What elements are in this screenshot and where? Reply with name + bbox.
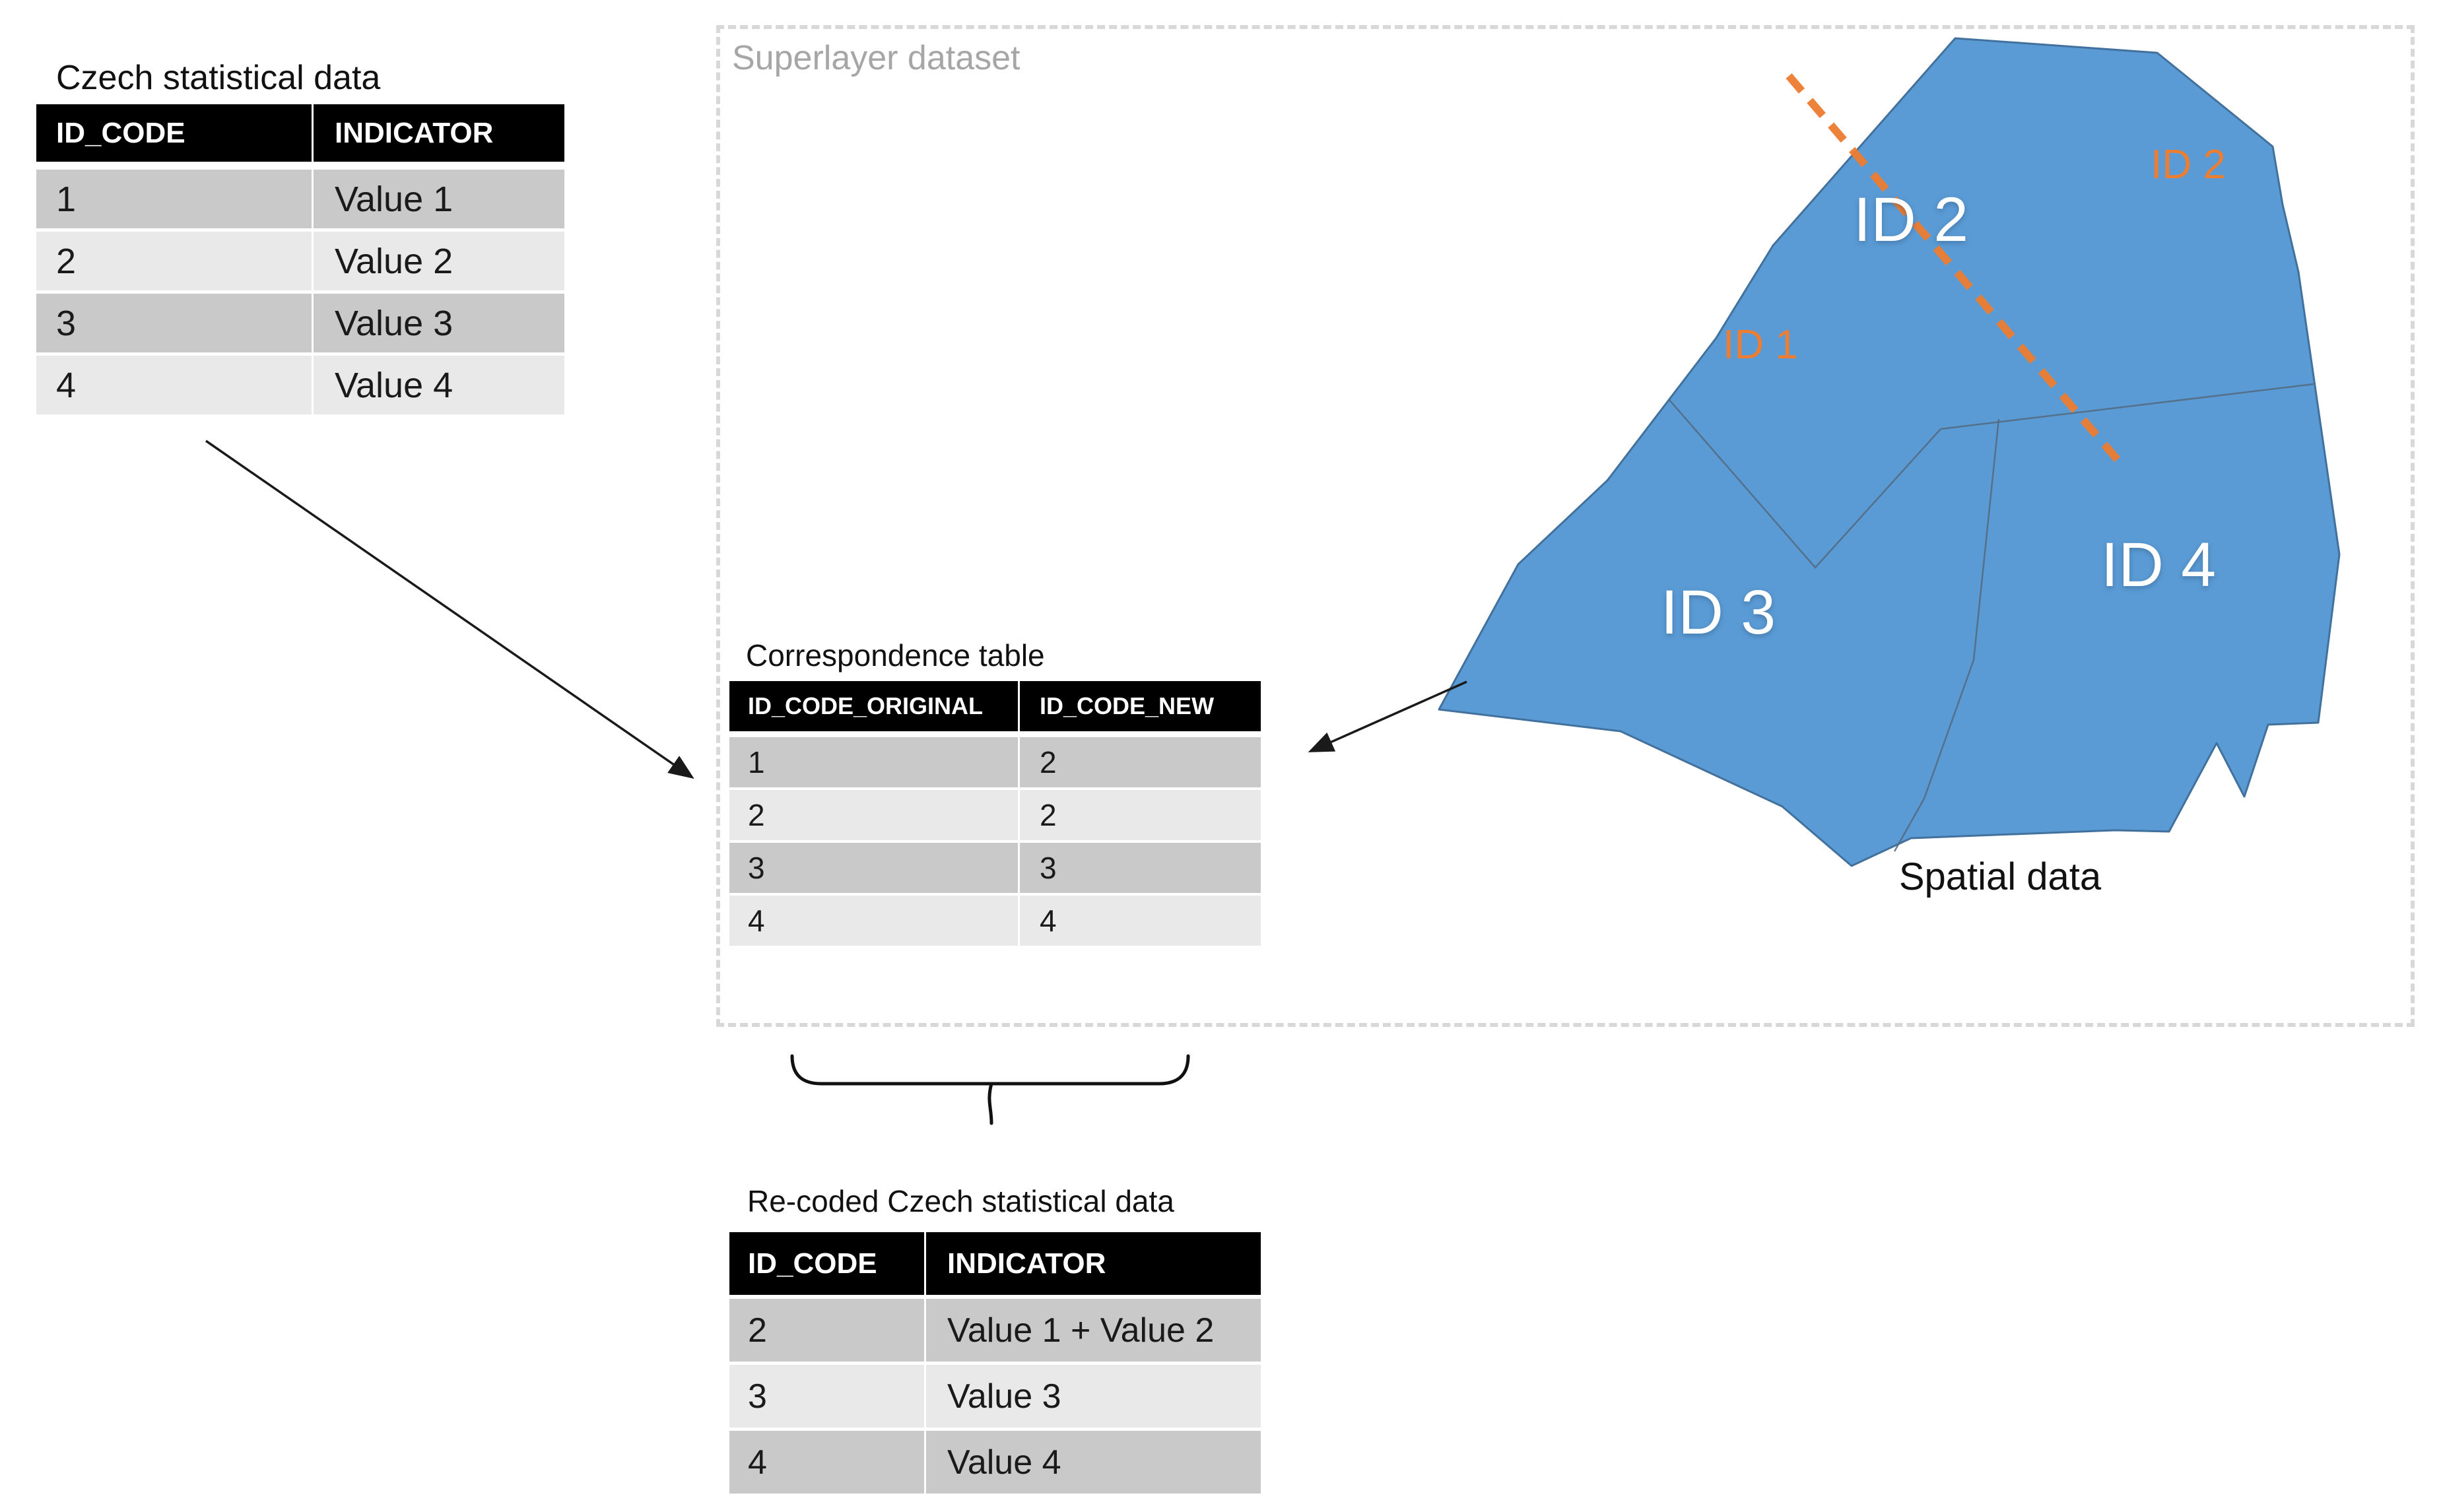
czech-table-title: Czech statistical data bbox=[56, 59, 381, 97]
table-row: 2 2 bbox=[729, 790, 1261, 840]
cell-id: 4 bbox=[729, 1431, 924, 1494]
column-header: INDICATOR bbox=[926, 1232, 1261, 1295]
table-row: 4 Value 4 bbox=[36, 356, 564, 414]
brace-under-correspondence bbox=[790, 1054, 1190, 1086]
region-boundary-id2-id4 bbox=[1940, 383, 2314, 430]
table-row: 4 Value 4 bbox=[729, 1431, 1261, 1494]
table-row: 2 Value 2 bbox=[36, 232, 564, 290]
cell-id: 4 bbox=[36, 356, 312, 414]
column-header: INDICATOR bbox=[314, 104, 564, 162]
column-header: ID_CODE bbox=[729, 1232, 924, 1295]
czech-table: ID_CODE INDICATOR 1 Value 1 2 Value 2 3 … bbox=[36, 104, 564, 414]
region-label-id2-outside: ID 2 bbox=[2151, 142, 2226, 187]
table-header-row: ID_CODE INDICATOR bbox=[36, 104, 564, 162]
cell-id: 2 bbox=[36, 232, 312, 290]
cell-indicator: Value 1 + Value 2 bbox=[926, 1299, 1261, 1362]
cell-id-original: 3 bbox=[729, 843, 1018, 893]
table-header-row: ID_CODE INDICATOR bbox=[729, 1232, 1261, 1295]
superlayer-map: ID 2 ID 3 ID 4 ID 1 ID 2 Spatial data bbox=[1438, 37, 2341, 898]
cell-id-new: 2 bbox=[1020, 737, 1261, 787]
column-header: ID_CODE_NEW bbox=[1020, 681, 1261, 731]
cell-id: 1 bbox=[36, 170, 312, 228]
region-label-id2: ID 2 bbox=[1854, 185, 1968, 255]
correspondence-table: ID_CODE_ORIGINAL ID_CODE_NEW 1 2 2 2 3 3… bbox=[729, 681, 1261, 946]
region-boundary-id1-id3 bbox=[1669, 399, 1941, 569]
correspondence-table-title: Correspondence table bbox=[746, 638, 1045, 673]
cell-id-new: 3 bbox=[1020, 843, 1261, 893]
brace-stem bbox=[987, 1082, 993, 1125]
table-row: 2 Value 1 + Value 2 bbox=[729, 1299, 1261, 1362]
cell-id: 3 bbox=[729, 1365, 924, 1428]
table-row: 4 4 bbox=[729, 896, 1261, 946]
column-header: ID_CODE_ORIGINAL bbox=[729, 681, 1018, 731]
cell-id-new: 2 bbox=[1020, 790, 1261, 840]
region-label-id4: ID 4 bbox=[2101, 530, 2216, 600]
arrow-czech-to-correspondence bbox=[205, 440, 694, 779]
cell-indicator: Value 3 bbox=[926, 1365, 1261, 1428]
table-row: 1 Value 1 bbox=[36, 170, 564, 228]
spatial-data-caption: Spatial data bbox=[1899, 855, 2102, 898]
region-boundary-id3-id4 bbox=[1893, 418, 2000, 852]
cell-indicator: Value 1 bbox=[314, 170, 564, 228]
table-row: 3 Value 3 bbox=[729, 1365, 1261, 1428]
merge-dashed-line bbox=[1786, 73, 2125, 468]
recoded-table: ID_CODE INDICATOR 2 Value 1 + Value 2 3 … bbox=[729, 1232, 1261, 1494]
table-header-row: ID_CODE_ORIGINAL ID_CODE_NEW bbox=[729, 681, 1261, 731]
cell-indicator: Value 4 bbox=[314, 356, 564, 414]
region-label-id1: ID 1 bbox=[1723, 322, 1798, 368]
recoded-table-title: Re-coded Czech statistical data bbox=[747, 1184, 1174, 1218]
table-row: 3 3 bbox=[729, 843, 1261, 893]
cell-id-original: 2 bbox=[729, 790, 1018, 840]
cell-id-original: 4 bbox=[729, 896, 1018, 946]
column-header: ID_CODE bbox=[36, 104, 312, 162]
cell-id: 2 bbox=[729, 1299, 924, 1362]
region-label-id3: ID 3 bbox=[1661, 577, 1776, 647]
cell-id: 3 bbox=[36, 294, 312, 352]
cell-id-new: 4 bbox=[1020, 896, 1261, 946]
superlayer-dataset-box: Superlayer dataset bbox=[716, 25, 2415, 1027]
table-row: 1 2 bbox=[729, 737, 1261, 787]
cell-indicator: Value 2 bbox=[314, 232, 564, 290]
superlayer-dataset-label: Superlayer dataset bbox=[732, 39, 1021, 77]
cell-indicator: Value 3 bbox=[314, 294, 564, 352]
cell-indicator: Value 4 bbox=[926, 1431, 1261, 1494]
cell-id-original: 1 bbox=[729, 737, 1018, 787]
table-row: 3 Value 3 bbox=[36, 294, 564, 352]
map-outline bbox=[1438, 37, 2341, 867]
